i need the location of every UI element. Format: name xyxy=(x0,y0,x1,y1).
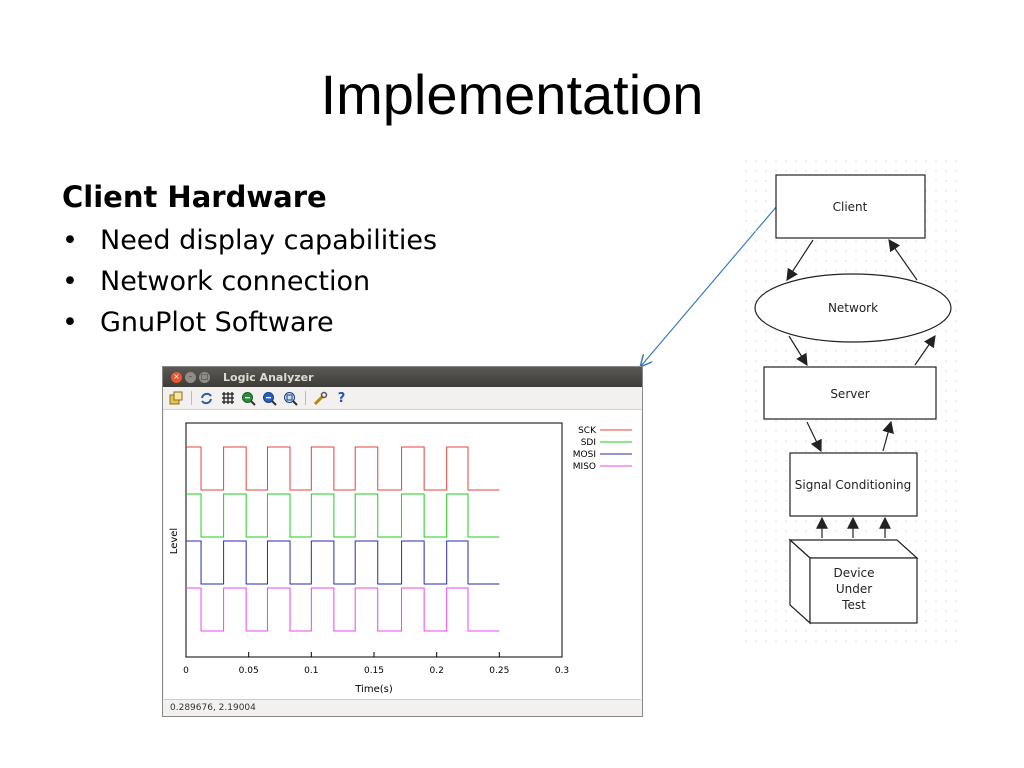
help-icon[interactable]: ? xyxy=(337,390,346,406)
network-ellipse xyxy=(754,273,952,343)
maximize-icon[interactable]: □ xyxy=(199,371,210,383)
device-under-test-box xyxy=(788,538,919,625)
client-box xyxy=(775,174,926,239)
series-line-sdi xyxy=(186,493,500,538)
bullet-section: Client Hardware Need display capabilitie… xyxy=(62,180,437,343)
slide-title: Implementation xyxy=(320,63,704,126)
system-diagram: Client Network Server Signal Conditionin… xyxy=(745,160,965,648)
dut-label-line: Device xyxy=(833,566,874,580)
status-bar: 0.289676, 2.19004 xyxy=(164,699,641,715)
bullet-list: Need display capabilities Network connec… xyxy=(62,220,437,343)
x-tick-label: 0.25 xyxy=(489,666,509,676)
y-axis-label: Level xyxy=(169,528,180,554)
x-tick-label: 0.15 xyxy=(364,666,384,676)
arrow-signal-to-server xyxy=(882,420,894,452)
section-heading: Client Hardware xyxy=(62,180,327,214)
logic-analyzer-chart: 0 0.05 0.1 0.15 0.2 0.25 0.3 SCK SDI MOSI MISO Le… xyxy=(169,422,632,695)
window-titlebar[interactable]: × – □ Logic Analyzer xyxy=(163,367,642,387)
zoom-out-icon[interactable] xyxy=(261,390,278,407)
signal-conditioning-box xyxy=(789,452,918,517)
network-label: Network xyxy=(828,301,878,315)
server-label: Server xyxy=(830,387,869,401)
bullet-item: GnuPlot Software xyxy=(62,302,437,343)
bullet-item: Network connection xyxy=(62,261,437,302)
x-axis-label: Time(s) xyxy=(354,684,393,695)
arrow-server-to-network xyxy=(914,335,936,366)
x-tick-label: 0.05 xyxy=(239,666,259,676)
grid-icon[interactable] xyxy=(219,390,236,407)
server-box xyxy=(763,366,937,420)
arrow-network-to-client xyxy=(888,239,918,281)
dut-label-line: Test xyxy=(841,598,866,612)
bullet-item: Need display capabilities xyxy=(62,220,437,261)
window-title: Logic Analyzer xyxy=(223,370,314,384)
legend-label: MOSI xyxy=(573,450,596,460)
signal-conditioning-label: Signal Conditioning xyxy=(795,478,912,492)
legend-label: MISO xyxy=(573,462,596,472)
close-icon[interactable]: × xyxy=(171,371,182,383)
series-line-mosi xyxy=(186,540,500,585)
arrow-client-to-network xyxy=(786,239,814,282)
plot-frame xyxy=(185,422,563,658)
minimize-icon[interactable]: – xyxy=(185,371,196,383)
legend-label: SCK xyxy=(578,426,597,436)
refresh-icon[interactable] xyxy=(198,390,215,407)
x-tick-label: 0.1 xyxy=(304,666,318,676)
dut-label-line: Under xyxy=(836,582,872,596)
window-toolbar: ? xyxy=(163,387,642,410)
client-label: Client xyxy=(833,200,868,214)
arrow-network-to-server xyxy=(788,335,808,367)
arrow-server-to-signal xyxy=(806,421,822,453)
series-line-sck xyxy=(186,446,500,491)
export-icon[interactable] xyxy=(168,390,185,407)
logic-analyzer-window: × – □ Logic Analyzer ? 0 xyxy=(162,366,643,717)
x-tick-label: 0.2 xyxy=(430,666,444,676)
x-tick-label: 0.3 xyxy=(555,666,569,676)
x-tick-label: 0 xyxy=(183,666,189,676)
zoom-in-icon[interactable] xyxy=(240,390,257,407)
legend-label: SDI xyxy=(581,438,596,448)
zoom-fit-icon[interactable] xyxy=(282,390,299,407)
plot-area[interactable]: 0 0.05 0.1 0.15 0.2 0.25 0.3 SCK SDI MOSI MISO Le… xyxy=(164,410,641,699)
series-line-miso xyxy=(186,587,500,632)
settings-icon[interactable] xyxy=(312,390,329,407)
